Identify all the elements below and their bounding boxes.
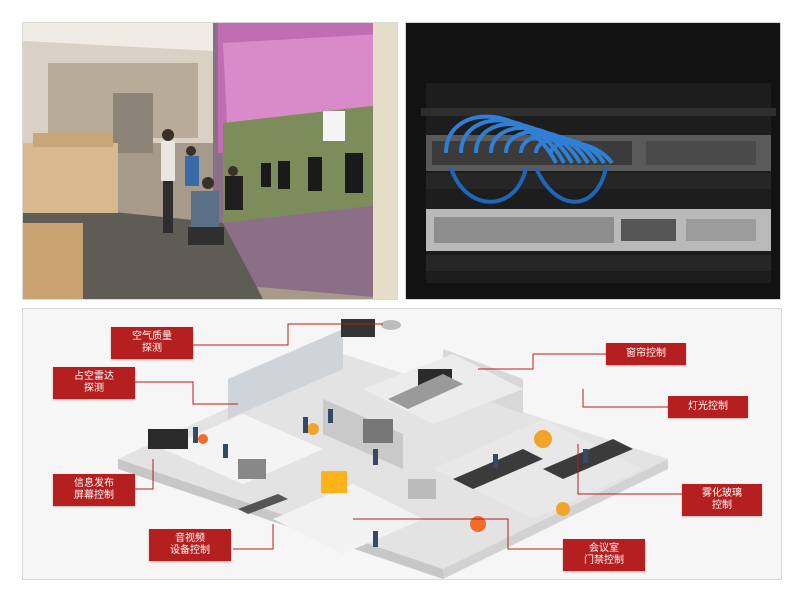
patch-cables: [444, 114, 614, 165]
label-lighting-control: 灯光控制: [668, 396, 748, 418]
installation-photo: [22, 22, 398, 300]
label-info-screen: 信息发布 屏幕控制: [53, 474, 135, 506]
label-av-control: 音视频 设备控制: [149, 529, 231, 561]
network-rack-scene: [406, 23, 780, 299]
label-air-quality: 空气质量 探测: [111, 327, 193, 359]
network-rack-photo: [405, 22, 781, 300]
isometric-office-illustration: [118, 319, 683, 579]
label-meeting-room-access: 会议室 门禁控制: [563, 539, 645, 571]
installation-scene: [23, 23, 397, 299]
label-occupancy-radar: 占空雷达 探测: [53, 367, 135, 399]
label-curtain-control: 窗帘控制: [606, 343, 686, 365]
smart-office-diagram: 空气质量 探测 占空雷达 探测 信息发布 屏幕控制 音视频 设备控制 窗帘控制 …: [22, 308, 782, 580]
label-smart-glass-control: 雾化玻璃 控制: [682, 484, 762, 516]
leader-lines: [130, 323, 683, 550]
